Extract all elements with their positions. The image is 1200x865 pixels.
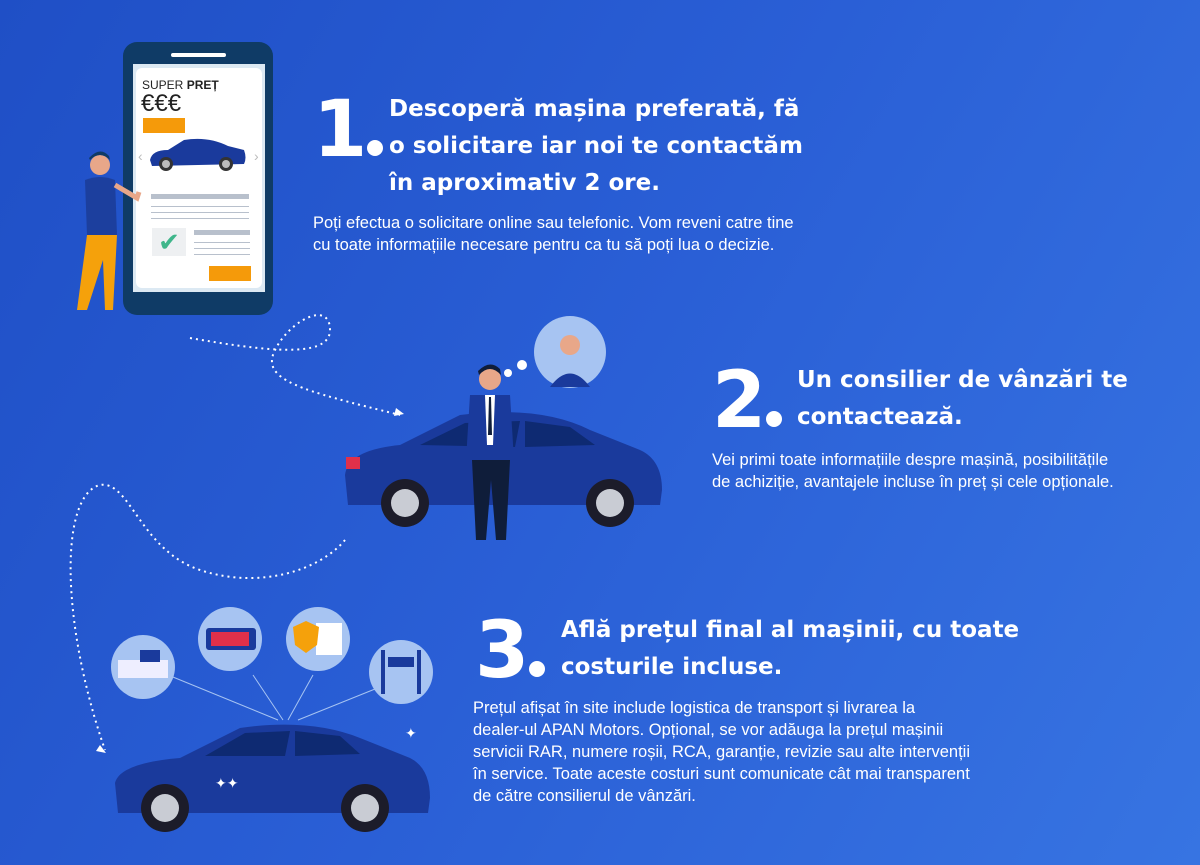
price-symbol: €€€ [141,90,182,117]
title-line: în aproximativ 2 ore. [389,170,660,196]
step-3-title: Află prețul final al mașinii, cu toate c… [561,612,1019,686]
step-3-number: 3 [475,612,546,690]
body-line: Poți efectua o solicitare online sau tel… [313,214,794,232]
body-line: servicii RAR, numere roșii, RCA, garanți… [473,743,971,761]
person-illustration [77,151,142,310]
phone-screen: SUPER PREȚ €€€ ‹ › ✔ [133,64,265,292]
title-line: Descoperă mașina preferată, fă [389,96,800,122]
orange-button [209,266,251,281]
title-line: costurile incluse. [561,654,783,680]
super-pret-label: SUPER [142,78,187,92]
step-3-body: Prețul afișat în site include logistica … [473,697,970,807]
phone-speaker [171,53,226,57]
car-lift-icon [369,640,433,704]
super-pret-bold: PREȚ [186,78,219,92]
insurance-shield-icon [286,607,350,671]
title-line: contactează. [797,404,963,430]
service-icons [111,607,433,721]
body-line: în service. Toate aceste costuri sunt co… [473,765,970,783]
body-line: dealer-ul APAN Motors. Opțional, se vor … [473,721,944,739]
body-line: cu toate informațiile necesare pentru ca… [313,236,775,254]
step-2-number: 2 [712,362,783,440]
step-1-body: Poți efectua o solicitare online sau tel… [313,212,794,256]
thought-bubble [504,316,606,388]
body-line: Prețul afișat în site include logistica … [473,699,916,717]
step-2-title: Un consilier de vânzări te contactează. [797,362,1128,436]
body-line: de către consilierul de vânzări. [473,787,696,805]
svg-text:✦✦: ✦✦ [215,775,239,791]
step-1-title: Descoperă mașina preferată, fă o solicit… [389,91,803,202]
chevron-right-icon[interactable]: › [254,148,259,164]
battery-icon [198,607,262,671]
title-line: o solicitare iar noi te contactăm [389,133,803,159]
body-line: Vei primi toate informațiile despre mași… [712,451,1109,469]
phone-illustration: SUPER PREȚ €€€ ‹ › ✔ [123,42,273,315]
title-line: Află prețul final al mașinii, cu toate [561,617,1020,643]
body-line: de achiziție, avantajele incluse în preț… [712,473,1114,491]
check-icon: ✔ [152,228,186,256]
step-2-body: Vei primi toate informațiile despre mași… [712,449,1114,493]
car-illustration-final: ✦✦ ✦ [115,724,430,832]
businessman-illustration [466,364,514,540]
tow-truck-icon [111,635,175,699]
car-icon [150,138,246,171]
chevron-left-icon[interactable]: ‹ [138,148,143,164]
svg-text:✦: ✦ [405,725,417,741]
orange-tag [143,118,185,133]
title-line: Un consilier de vânzări te [797,367,1128,393]
step-1-number: 1 [313,91,384,169]
text-placeholder [151,194,249,199]
